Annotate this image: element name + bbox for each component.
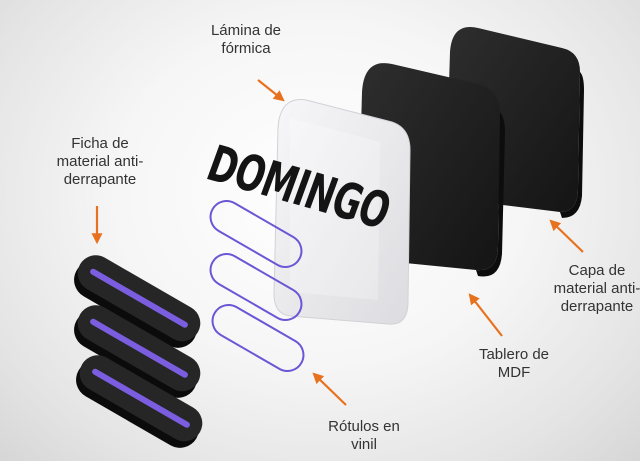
formica-sheet (273, 99, 411, 325)
formica-sheet-highlight (290, 118, 380, 300)
label-domino-piece: Ficha de material anti- derrapante (56, 135, 144, 188)
vinyl-label-outline (209, 253, 303, 321)
label-mdf-board: Tablero de MDF (478, 346, 550, 381)
arrow-capa (549, 219, 584, 253)
vinyl-label-outline (211, 304, 305, 372)
vinyl-labels (209, 200, 305, 372)
domino-piece-bottom (76, 355, 203, 448)
vinyl-label-outline (209, 200, 303, 268)
mdf-panel-edge (476, 112, 505, 277)
arrow-rotulos (312, 372, 347, 406)
anti-slip-back-panel-edge (560, 72, 584, 218)
arrow-tablero (468, 293, 503, 337)
domino-piece-middle (74, 305, 201, 398)
arrow-formica (257, 79, 285, 102)
domino-piece-top (74, 255, 201, 348)
label-anti-slip-layer: Capa de material anti- derrapante (553, 262, 640, 315)
label-formica-sheet: Lámina de fórmica (210, 22, 282, 57)
label-vinyl-labels: Rótulos en vinil (328, 418, 400, 453)
